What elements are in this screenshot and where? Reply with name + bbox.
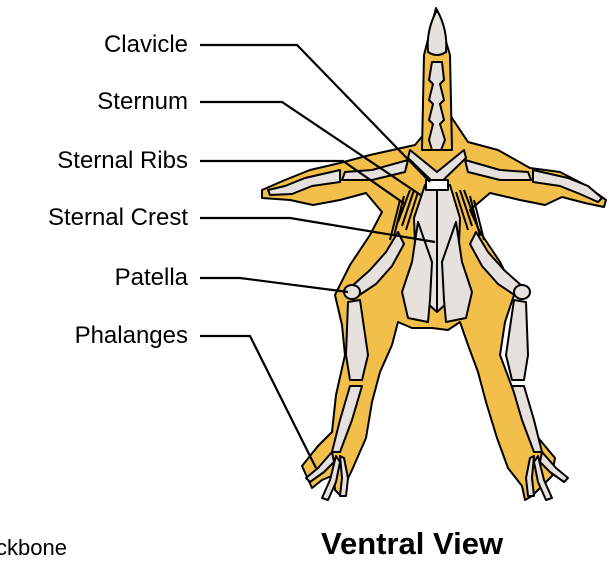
view-title: Ventral View [321, 526, 503, 562]
label-sternum: Sternum [97, 88, 188, 116]
label-phalanges: Phalanges [75, 322, 188, 350]
label-patella: Patella [115, 264, 188, 292]
label-clavicle: Clavicle [104, 31, 188, 59]
skull [428, 10, 447, 55]
label-sternal-ribs: Sternal Ribs [57, 147, 188, 175]
cutoff-text: ckbone [0, 535, 67, 561]
leader-line-patella [200, 278, 348, 292]
leader-line-phalanges [200, 336, 316, 468]
right-patella [514, 285, 530, 299]
label-sternal-crest: Sternal Crest [48, 204, 188, 232]
